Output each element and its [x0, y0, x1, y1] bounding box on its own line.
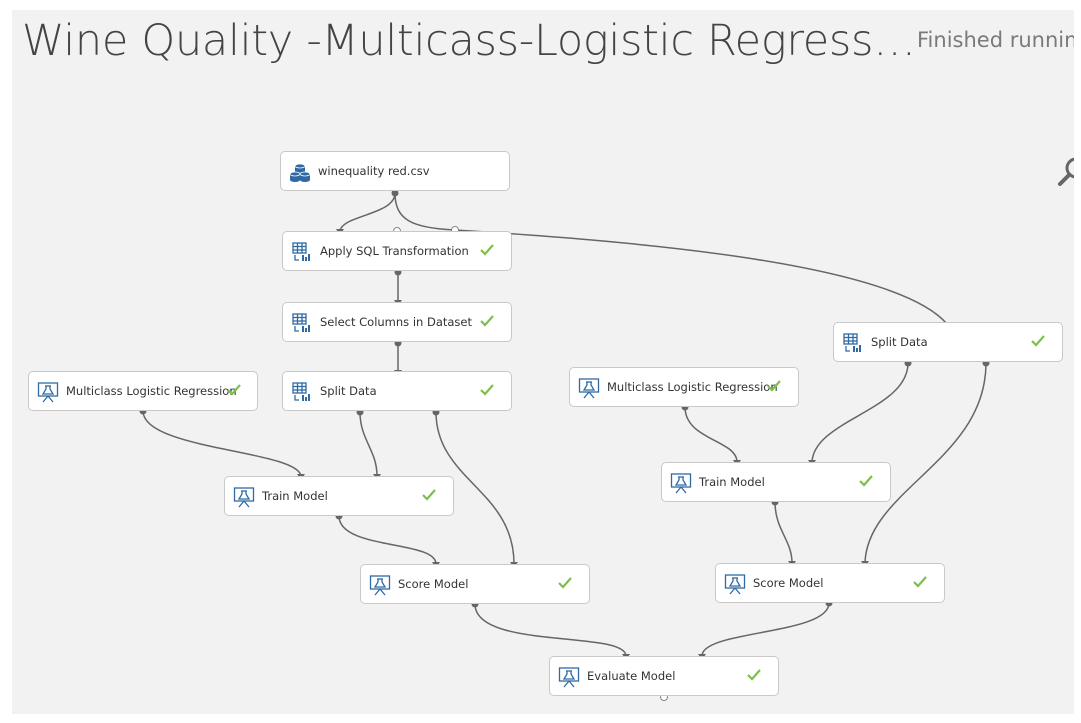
connection-lines	[139, 189, 990, 701]
edge-split-right-train	[811, 362, 909, 463]
edge-dataset-sql	[339, 192, 396, 232]
module-score-model-right[interactable]: Score Model	[715, 563, 945, 603]
completed-check-icon	[1031, 335, 1045, 347]
completed-check-icon	[913, 576, 927, 588]
table-icon	[292, 382, 310, 401]
module-label: winequality red.csv	[318, 164, 430, 178]
edge-split-left-score	[435, 411, 515, 565]
module-label: Split Data	[871, 335, 928, 349]
module-multiclass-logistic-regression-right[interactable]: Multiclass Logistic Regression	[569, 367, 799, 407]
experiment-canvas[interactable]: Wine Quality -Multicass-Logistic Regress…	[12, 10, 1074, 714]
module-split-data-left[interactable]: Split Data	[282, 371, 512, 411]
experiment-title: Wine Quality -Multicass-Logistic Regress…	[22, 16, 916, 66]
completed-check-icon	[480, 244, 494, 256]
table-icon	[843, 333, 861, 352]
run-status: Finished runnin	[917, 28, 1074, 52]
module-train-model-left[interactable]: Train Model	[224, 476, 454, 516]
database-icon	[289, 163, 311, 182]
module-label: Split Data	[320, 384, 377, 398]
module-label: Select Columns in Dataset	[320, 315, 472, 329]
edge-split-right-score	[864, 362, 987, 564]
module-select-columns[interactable]: Select Columns in Dataset	[282, 302, 512, 342]
edge-split-left-train	[359, 411, 378, 477]
module-split-data-right[interactable]: Split Data	[833, 322, 1063, 362]
module-multiclass-logistic-regression-left[interactable]: Multiclass Logistic Regression	[28, 371, 258, 411]
completed-check-icon	[859, 475, 873, 487]
module-train-model-right[interactable]: Train Model	[661, 462, 891, 502]
module-label: Train Model	[699, 475, 765, 489]
flask-icon	[578, 378, 600, 399]
table-icon	[292, 313, 310, 332]
flask-icon	[369, 575, 391, 596]
flask-icon	[37, 382, 59, 403]
module-label: Train Model	[262, 489, 328, 503]
completed-check-icon	[227, 384, 241, 396]
module-evaluate-model[interactable]: Evaluate Model	[549, 656, 779, 696]
flask-icon	[670, 473, 692, 494]
flask-icon	[724, 574, 746, 595]
module-dataset[interactable]: winequality red.csv	[280, 151, 510, 191]
edge-mlr-left-train	[142, 410, 302, 477]
module-label: Multiclass Logistic Regression	[66, 384, 237, 398]
completed-check-icon	[480, 315, 494, 327]
module-label: Score Model	[398, 577, 469, 591]
completed-check-icon	[767, 380, 781, 392]
completed-check-icon	[558, 577, 572, 589]
edge-train-left-score	[338, 515, 437, 565]
module-label: Evaluate Model	[587, 669, 676, 683]
module-apply-sql-transformation[interactable]: Apply SQL Transformation	[282, 231, 512, 271]
edge-score-left-evaluate	[474, 603, 627, 657]
module-label: Apply SQL Transformation	[320, 244, 469, 258]
edge-dataset-split-right	[394, 192, 948, 325]
edge-train-right-score	[774, 501, 793, 564]
module-label: Multiclass Logistic Regression	[607, 380, 778, 394]
module-score-model-left[interactable]: Score Model	[360, 564, 590, 604]
module-label: Score Model	[753, 576, 824, 590]
completed-check-icon	[422, 489, 436, 501]
flask-icon	[558, 667, 580, 688]
completed-check-icon	[747, 669, 761, 681]
edge-mlr-right-train	[684, 406, 738, 463]
completed-check-icon	[480, 384, 494, 396]
edge-score-right-evaluate	[701, 602, 830, 657]
table-icon	[292, 242, 310, 261]
flask-icon	[233, 487, 255, 508]
zoom-search-icon[interactable]	[1052, 150, 1074, 190]
